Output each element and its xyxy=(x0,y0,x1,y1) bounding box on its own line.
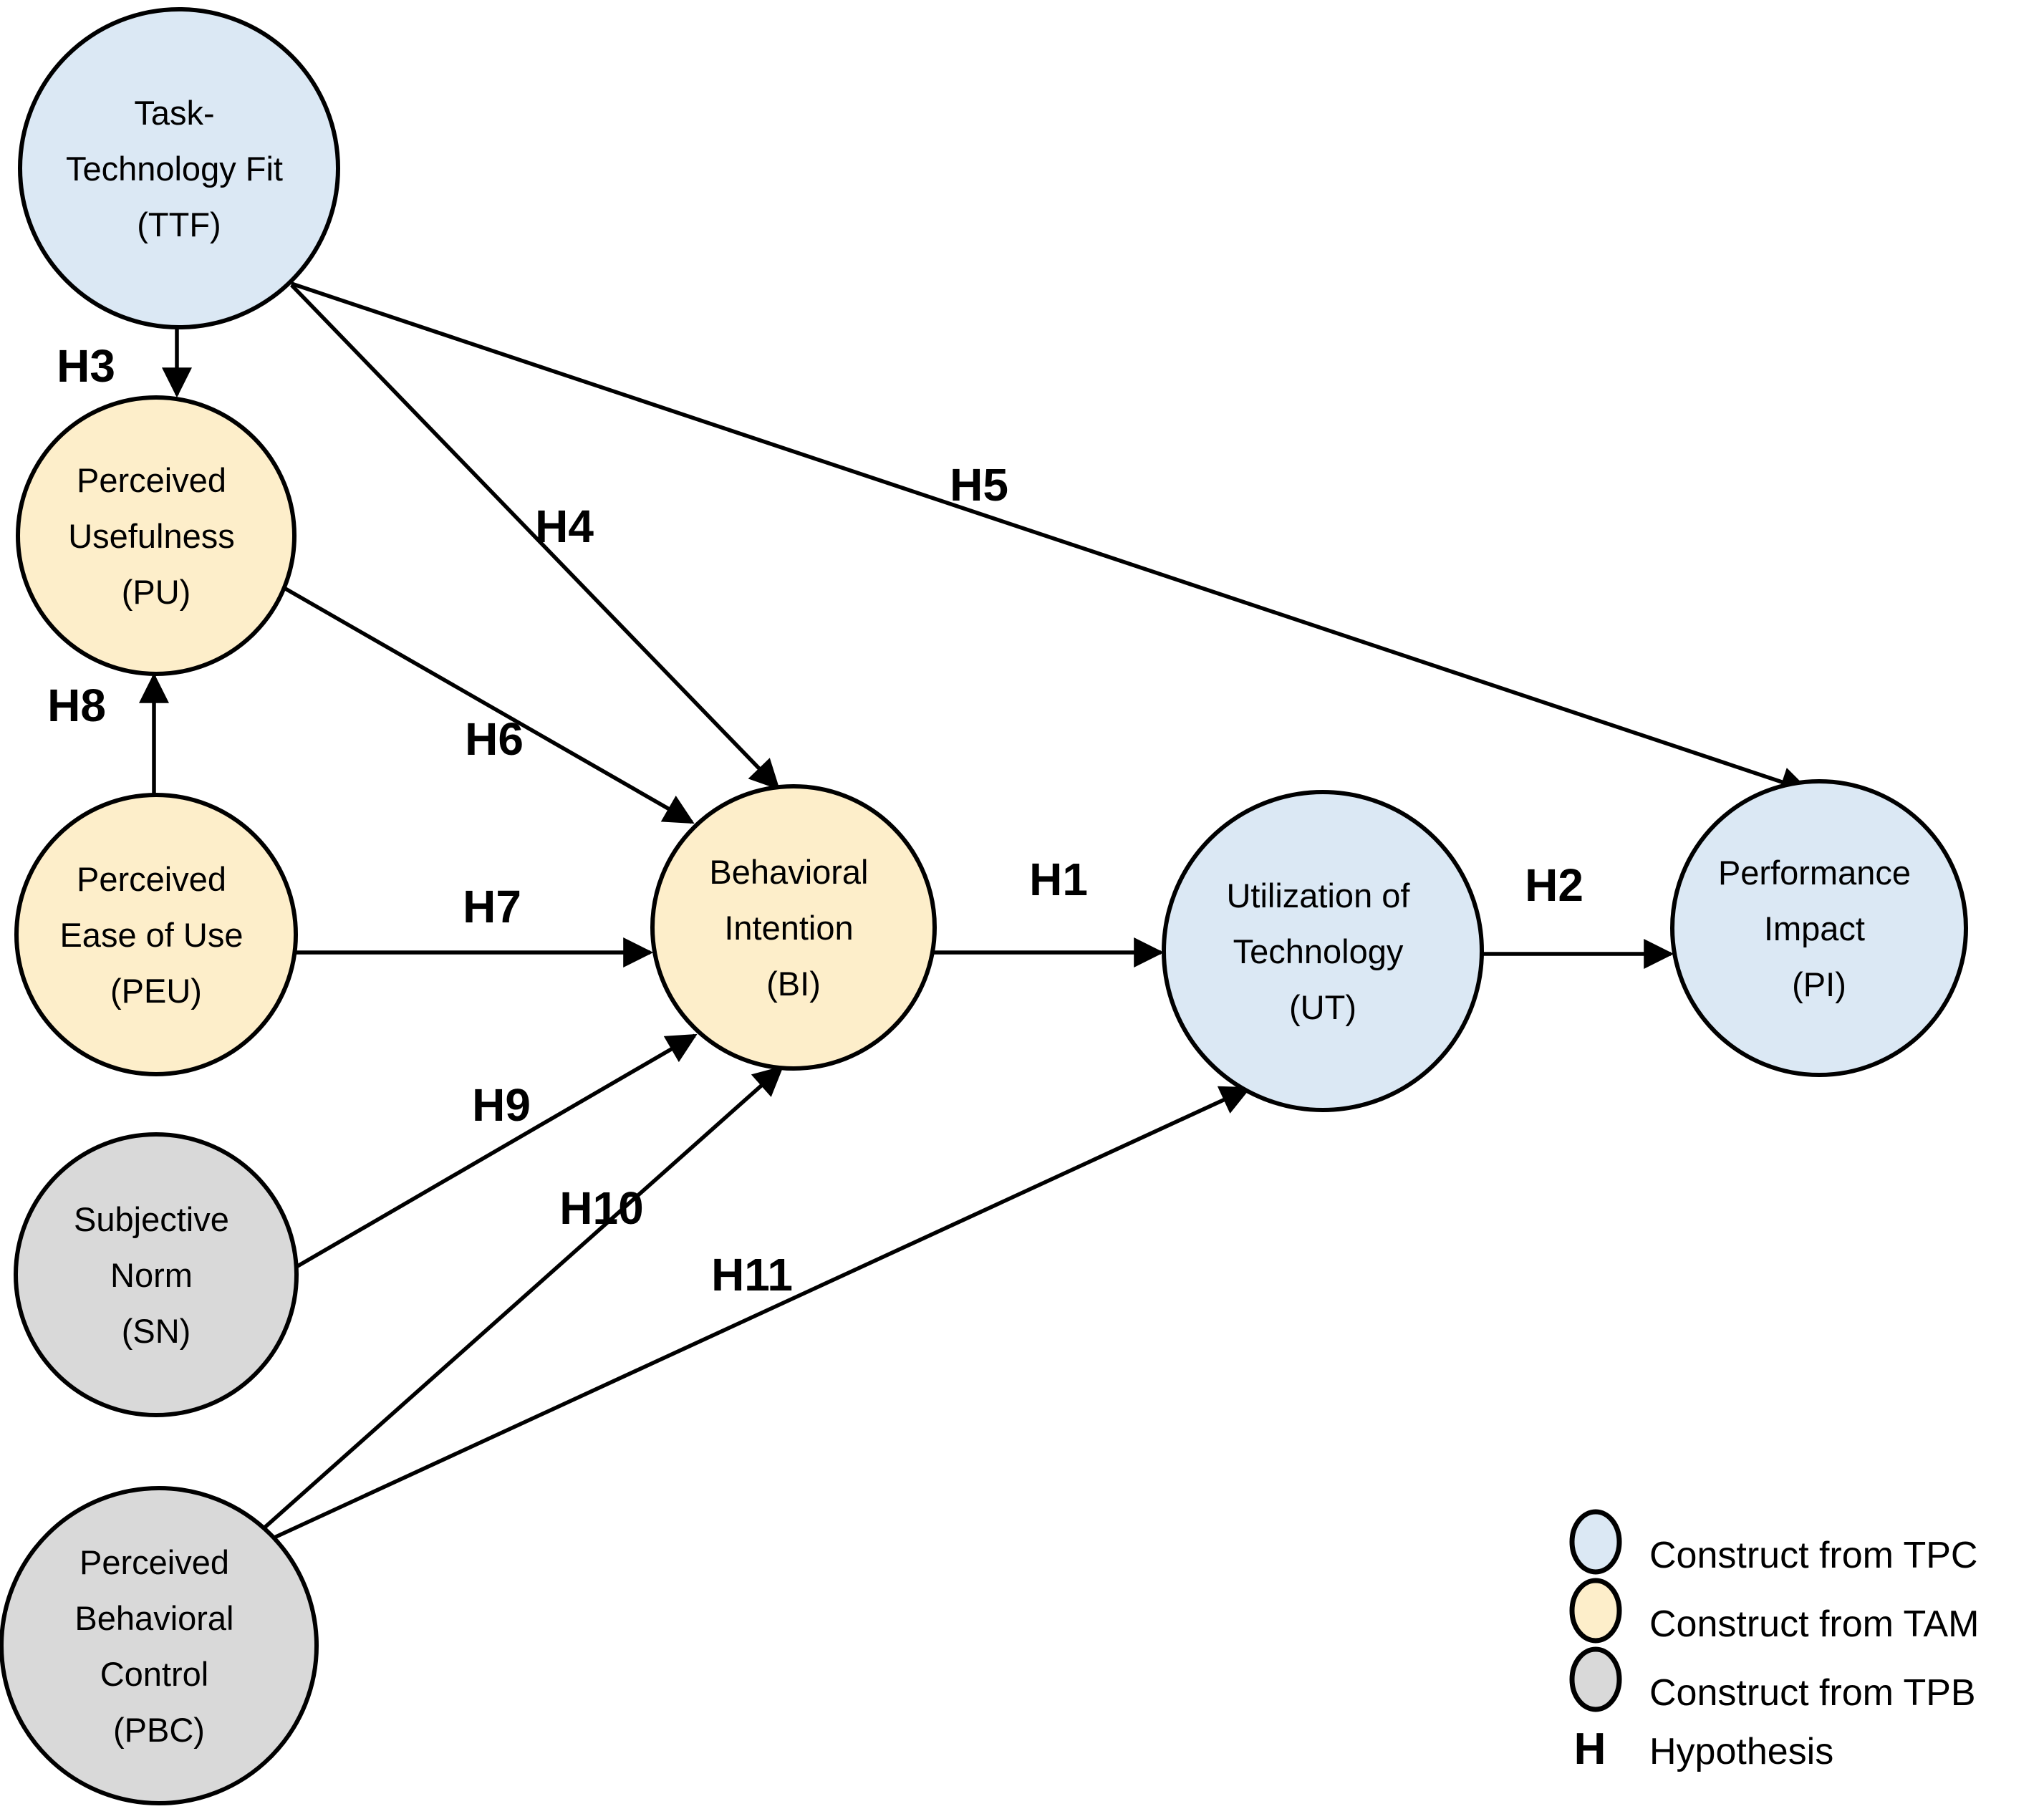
node-sn: Subjective Norm (SN) xyxy=(14,1132,299,1417)
node-bi-label: Behavioral Intention (BI) xyxy=(709,853,877,1003)
legend-item-tpb: Construct from TPB xyxy=(1569,1646,1976,1714)
edge-h5-label: H5 xyxy=(950,459,1008,511)
node-pu-circle xyxy=(16,395,297,676)
edge-h9-label: H9 xyxy=(472,1079,531,1131)
node-ttf-circle xyxy=(18,7,340,329)
edges xyxy=(139,281,1811,1543)
edge-h2-label: H2 xyxy=(1525,859,1583,911)
legend-item-tam: Construct from TAM xyxy=(1569,1578,1979,1645)
edge-h6-arrow xyxy=(281,585,695,824)
edge-h8-label: H8 xyxy=(47,680,106,731)
node-pi: Performance Impact (PI) xyxy=(1670,779,1968,1077)
edge-h10-arrow xyxy=(261,1066,784,1532)
node-pbc-circle xyxy=(0,1486,319,1805)
node-bi: Behavioral Intention (BI) xyxy=(650,784,937,1071)
edge-labels: H1 H2 H3 H4 H5 H6 H7 H8 H9 H10 H11 xyxy=(47,340,1583,1301)
node-ut: Utilization of Technology (UT) xyxy=(1162,790,1484,1112)
node-ut-label: Utilization of Technology (UT) xyxy=(1226,877,1419,1026)
legend-label-tam: Construct from TAM xyxy=(1649,1603,1979,1645)
edge-h4-label: H4 xyxy=(535,501,594,552)
node-pbc-label: Perceived Behavioral Control (PBC) xyxy=(74,1543,243,1749)
node-pi-circle xyxy=(1670,779,1968,1077)
node-peu: Perceived Ease of Use (PEU) xyxy=(14,793,298,1076)
legend-hypothesis-symbol: H xyxy=(1574,1724,1606,1774)
edge-h6-label: H6 xyxy=(465,713,524,765)
edge-h7-label: H7 xyxy=(463,881,521,932)
node-peu-circle xyxy=(14,793,298,1076)
node-sn-circle xyxy=(14,1132,299,1417)
legend: Construct from TPC Construct from TAM Co… xyxy=(1569,1509,1979,1774)
node-pbc: Perceived Behavioral Control (PBC) xyxy=(0,1486,319,1805)
node-bi-circle xyxy=(650,784,937,1071)
node-ttf: Task- Technology Fit (TTF) xyxy=(18,7,340,329)
legend-swatch-tam xyxy=(1569,1578,1622,1644)
legend-label-tpc: Construct from TPC xyxy=(1649,1535,1977,1576)
edge-h11-arrow xyxy=(265,1086,1251,1543)
edge-h9-arrow xyxy=(294,1033,698,1270)
node-ut-circle xyxy=(1162,790,1484,1112)
legend-swatch-tpc xyxy=(1569,1509,1622,1575)
legend-item-hypothesis: H Hypothesis xyxy=(1574,1724,1834,1774)
legend-item-tpc: Construct from TPC xyxy=(1569,1509,1977,1576)
legend-label-tpb: Construct from TPB xyxy=(1649,1672,1976,1714)
node-peu-label: Perceived Ease of Use (PEU) xyxy=(59,860,252,1010)
edge-h10-label: H10 xyxy=(559,1182,643,1234)
node-pu-label: Perceived Usefulness (PU) xyxy=(68,461,244,611)
node-sn-label: Subjective Norm (SN) xyxy=(74,1200,238,1350)
edge-h1-label: H1 xyxy=(1029,854,1088,905)
legend-swatch-tpb xyxy=(1569,1646,1622,1712)
node-ttf-label: Task- Technology Fit (TTF) xyxy=(66,94,292,243)
edge-h3-label: H3 xyxy=(57,340,115,392)
edge-h5-arrow xyxy=(291,281,1811,796)
legend-hypothesis-label: Hypothesis xyxy=(1649,1731,1833,1772)
node-pu: Perceived Usefulness (PU) xyxy=(16,395,297,676)
node-pi-label: Performance Impact (PI) xyxy=(1718,854,1920,1003)
edge-h11-label: H11 xyxy=(711,1249,793,1301)
edge-h4-arrow xyxy=(290,284,780,791)
